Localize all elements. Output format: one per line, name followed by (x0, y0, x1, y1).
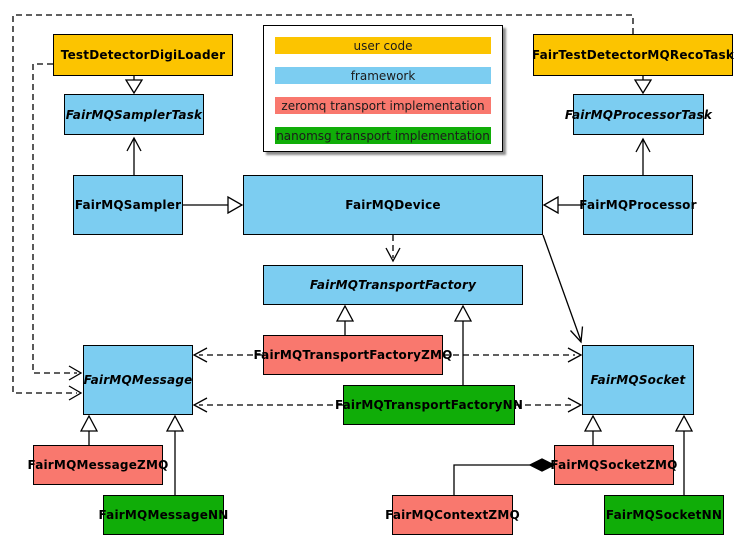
node-fairmq-message-zmq: FairMQMessageZMQ (28, 445, 168, 485)
node-fairmq-processor-task: FairMQProcessorTask (565, 94, 712, 135)
node-fairmq-socket-nn: FairMQSocketNN (604, 495, 724, 535)
node-fairmq-sampler-task: FairMQSamplerTask (64, 94, 204, 135)
node-fairmq-sampler: FairMQSampler (73, 175, 183, 235)
node-fairmq-socket-zmq: FairMQSocketZMQ (550, 445, 677, 485)
node-test-detector-digi-loader: TestDetectorDigiLoader (53, 34, 233, 76)
legend-item-user-code: user code (275, 37, 491, 54)
node-fairmq-processor: FairMQProcessor (579, 175, 697, 235)
node-fairmq-device: FairMQDevice (243, 175, 543, 235)
legend-item-zeromq: zeromq transport implementation (275, 97, 491, 114)
node-fair-test-detector-mq-reco-task: FairTestDetectorMQRecoTask (532, 34, 734, 76)
legend-box: user code framework zeromq transport imp… (263, 25, 503, 152)
node-fairmq-transport-factory-nn: FairMQTransportFactoryNN (335, 385, 523, 425)
legend-item-framework: framework (275, 67, 491, 84)
node-fairmq-context-zmq: FairMQContextZMQ (385, 495, 520, 535)
node-fairmq-socket: FairMQSocket (582, 345, 694, 415)
node-fairmq-message-nn: FairMQMessageNN (98, 495, 228, 535)
legend-item-nanomsg: nanomsg transport implementation (275, 127, 491, 144)
node-fairmq-transport-factory: FairMQTransportFactory (263, 265, 523, 305)
node-fairmq-transport-factory-zmq: FairMQTransportFactoryZMQ (253, 335, 452, 375)
node-fairmq-message: FairMQMessage (83, 345, 193, 415)
